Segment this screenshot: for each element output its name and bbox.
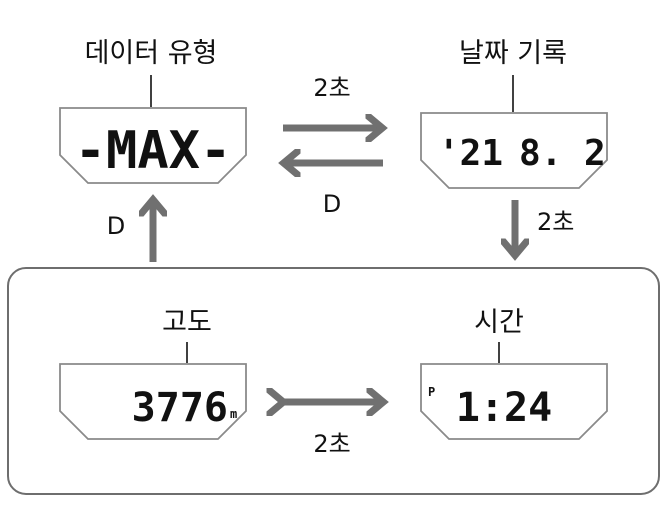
date-record-lcd-screen [420, 112, 608, 189]
time-pm-indicator: P [428, 385, 435, 399]
date-record-title: 날짜 기록 [459, 38, 567, 69]
data-type-lcd-screen [59, 107, 247, 184]
altitude-lcd-screen [59, 363, 247, 440]
label-back-d: D [323, 190, 341, 218]
time-lcd-screen [420, 363, 608, 440]
altitude-value: 3776 [132, 385, 228, 431]
altitude-title: 고도 [162, 307, 212, 338]
label-bottom: 2초 [313, 430, 350, 458]
label-up-d: D [107, 212, 125, 240]
date-record-date: 8. 2 [519, 133, 606, 174]
altitude-time-group-box [7, 267, 660, 495]
label-down: 2초 [537, 208, 574, 236]
date-record-year: '21 [438, 133, 503, 174]
data-type-title: 데이터 유형 [85, 38, 218, 69]
data-type-display: -MAX- [75, 121, 232, 181]
time-title: 시간 [474, 307, 524, 338]
time-value: 1:24 [456, 385, 552, 431]
label-to-date: 2초 [313, 74, 350, 102]
altitude-unit: m [230, 407, 237, 421]
